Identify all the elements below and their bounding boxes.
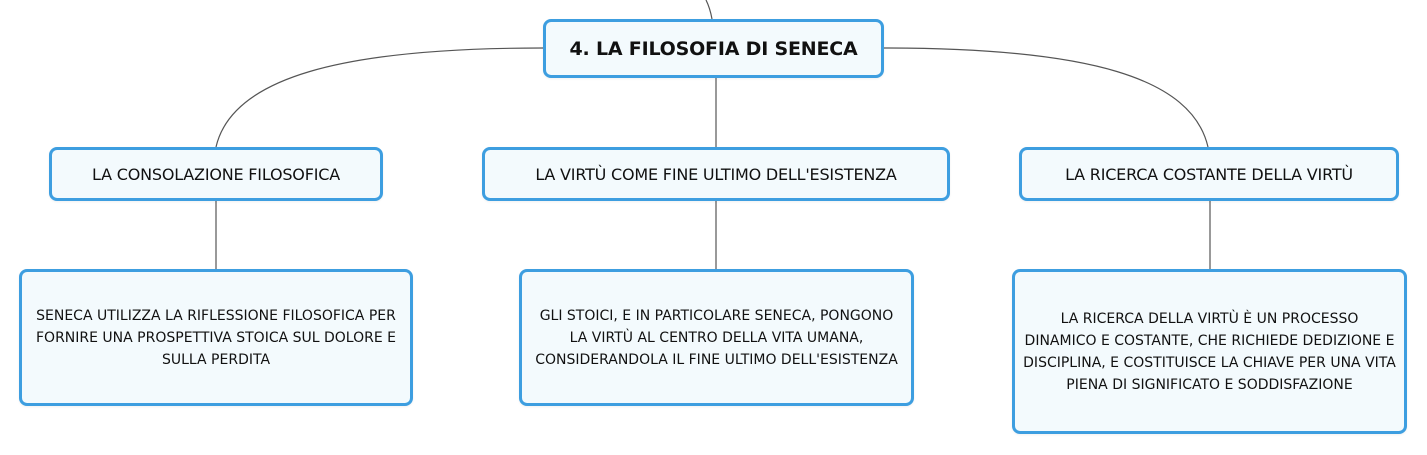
- branch-topic-label: LA CONSOLAZIONE FILOSOFICA: [92, 164, 340, 184]
- branch-topic-label: LA RICERCA COSTANTE DELLA VIRTÙ: [1065, 164, 1353, 184]
- connector-root-to-branch-3: [883, 47, 1209, 148]
- detail-topic-2[interactable]: GLI STOICI, E IN PARTICOLARE SENECA, PON…: [519, 269, 914, 406]
- root-topic[interactable]: 4. LA FILOSOFIA DI SENECA: [543, 19, 884, 78]
- detail-topic-text: SENECA UTILIZZA LA RIFLESSIONE FILOSOFIC…: [36, 307, 396, 368]
- connector-root-to-branch-1: [215, 47, 544, 148]
- connector-to-parent: [705, 0, 713, 20]
- detail-topic-1[interactable]: SENECA UTILIZZA LA RIFLESSIONE FILOSOFIC…: [19, 269, 413, 406]
- branch-topic-2[interactable]: LA VIRTÙ COME FINE ULTIMO DELL'ESISTENZA: [482, 147, 950, 201]
- branch-topic-1[interactable]: LA CONSOLAZIONE FILOSOFICA: [49, 147, 383, 201]
- branch-topic-3[interactable]: LA RICERCA COSTANTE DELLA VIRTÙ: [1019, 147, 1399, 201]
- branch-topic-label: LA VIRTÙ COME FINE ULTIMO DELL'ESISTENZA: [535, 164, 897, 184]
- detail-topic-text: GLI STOICI, E IN PARTICOLARE SENECA, PON…: [535, 307, 898, 368]
- detail-topic-text: LA RICERCA DELLA VIRTÙ È UN PROCESSO DIN…: [1023, 310, 1396, 393]
- root-topic-label: 4. LA FILOSOFIA DI SENECA: [569, 37, 858, 60]
- detail-topic-3[interactable]: LA RICERCA DELLA VIRTÙ È UN PROCESSO DIN…: [1012, 269, 1407, 434]
